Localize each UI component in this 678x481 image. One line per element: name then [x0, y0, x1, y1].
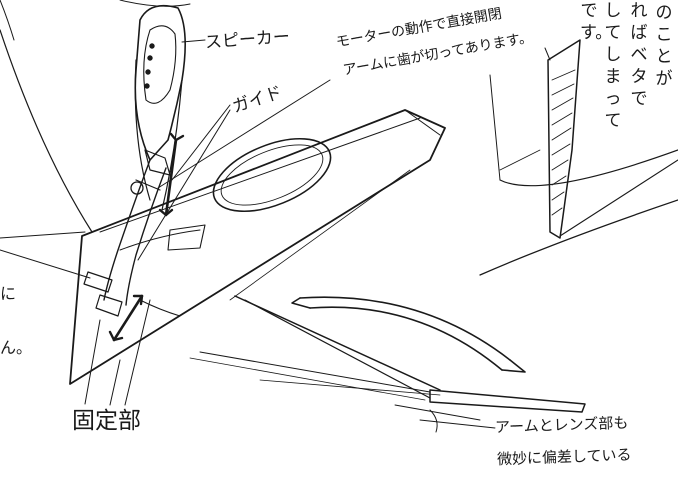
speaker-housing — [134, 4, 186, 161]
oval-window — [212, 137, 332, 213]
blade-body — [69, 109, 446, 385]
lens-bar — [429, 389, 586, 413]
left-edge-fragment-1: に — [0, 284, 17, 303]
left-edge-fragment-2: ん。 — [0, 338, 33, 357]
diagonal-motion-arrow — [112, 294, 144, 342]
vertical-text-column-1: のことが — [655, 3, 673, 89]
vertical-text-column-3: してしまって — [604, 1, 622, 131]
background-body-curve — [0, 29, 93, 233]
fixed-part-label: 固定部 — [72, 408, 141, 434]
right-wedge — [547, 39, 581, 239]
curved-double-arrow — [299, 296, 511, 361]
vertical-text-column-4: です。 — [580, 1, 613, 43]
arm-line-upper — [234, 295, 441, 391]
head-arc — [119, 0, 191, 7]
guide-rail-1 — [103, 159, 151, 301]
vertical-text-column-2: ればベタで — [630, 1, 648, 109]
vertical-motion-arrow — [164, 138, 178, 217]
guide-rail-2 — [125, 167, 167, 306]
background-body-curve-top — [0, 0, 15, 41]
